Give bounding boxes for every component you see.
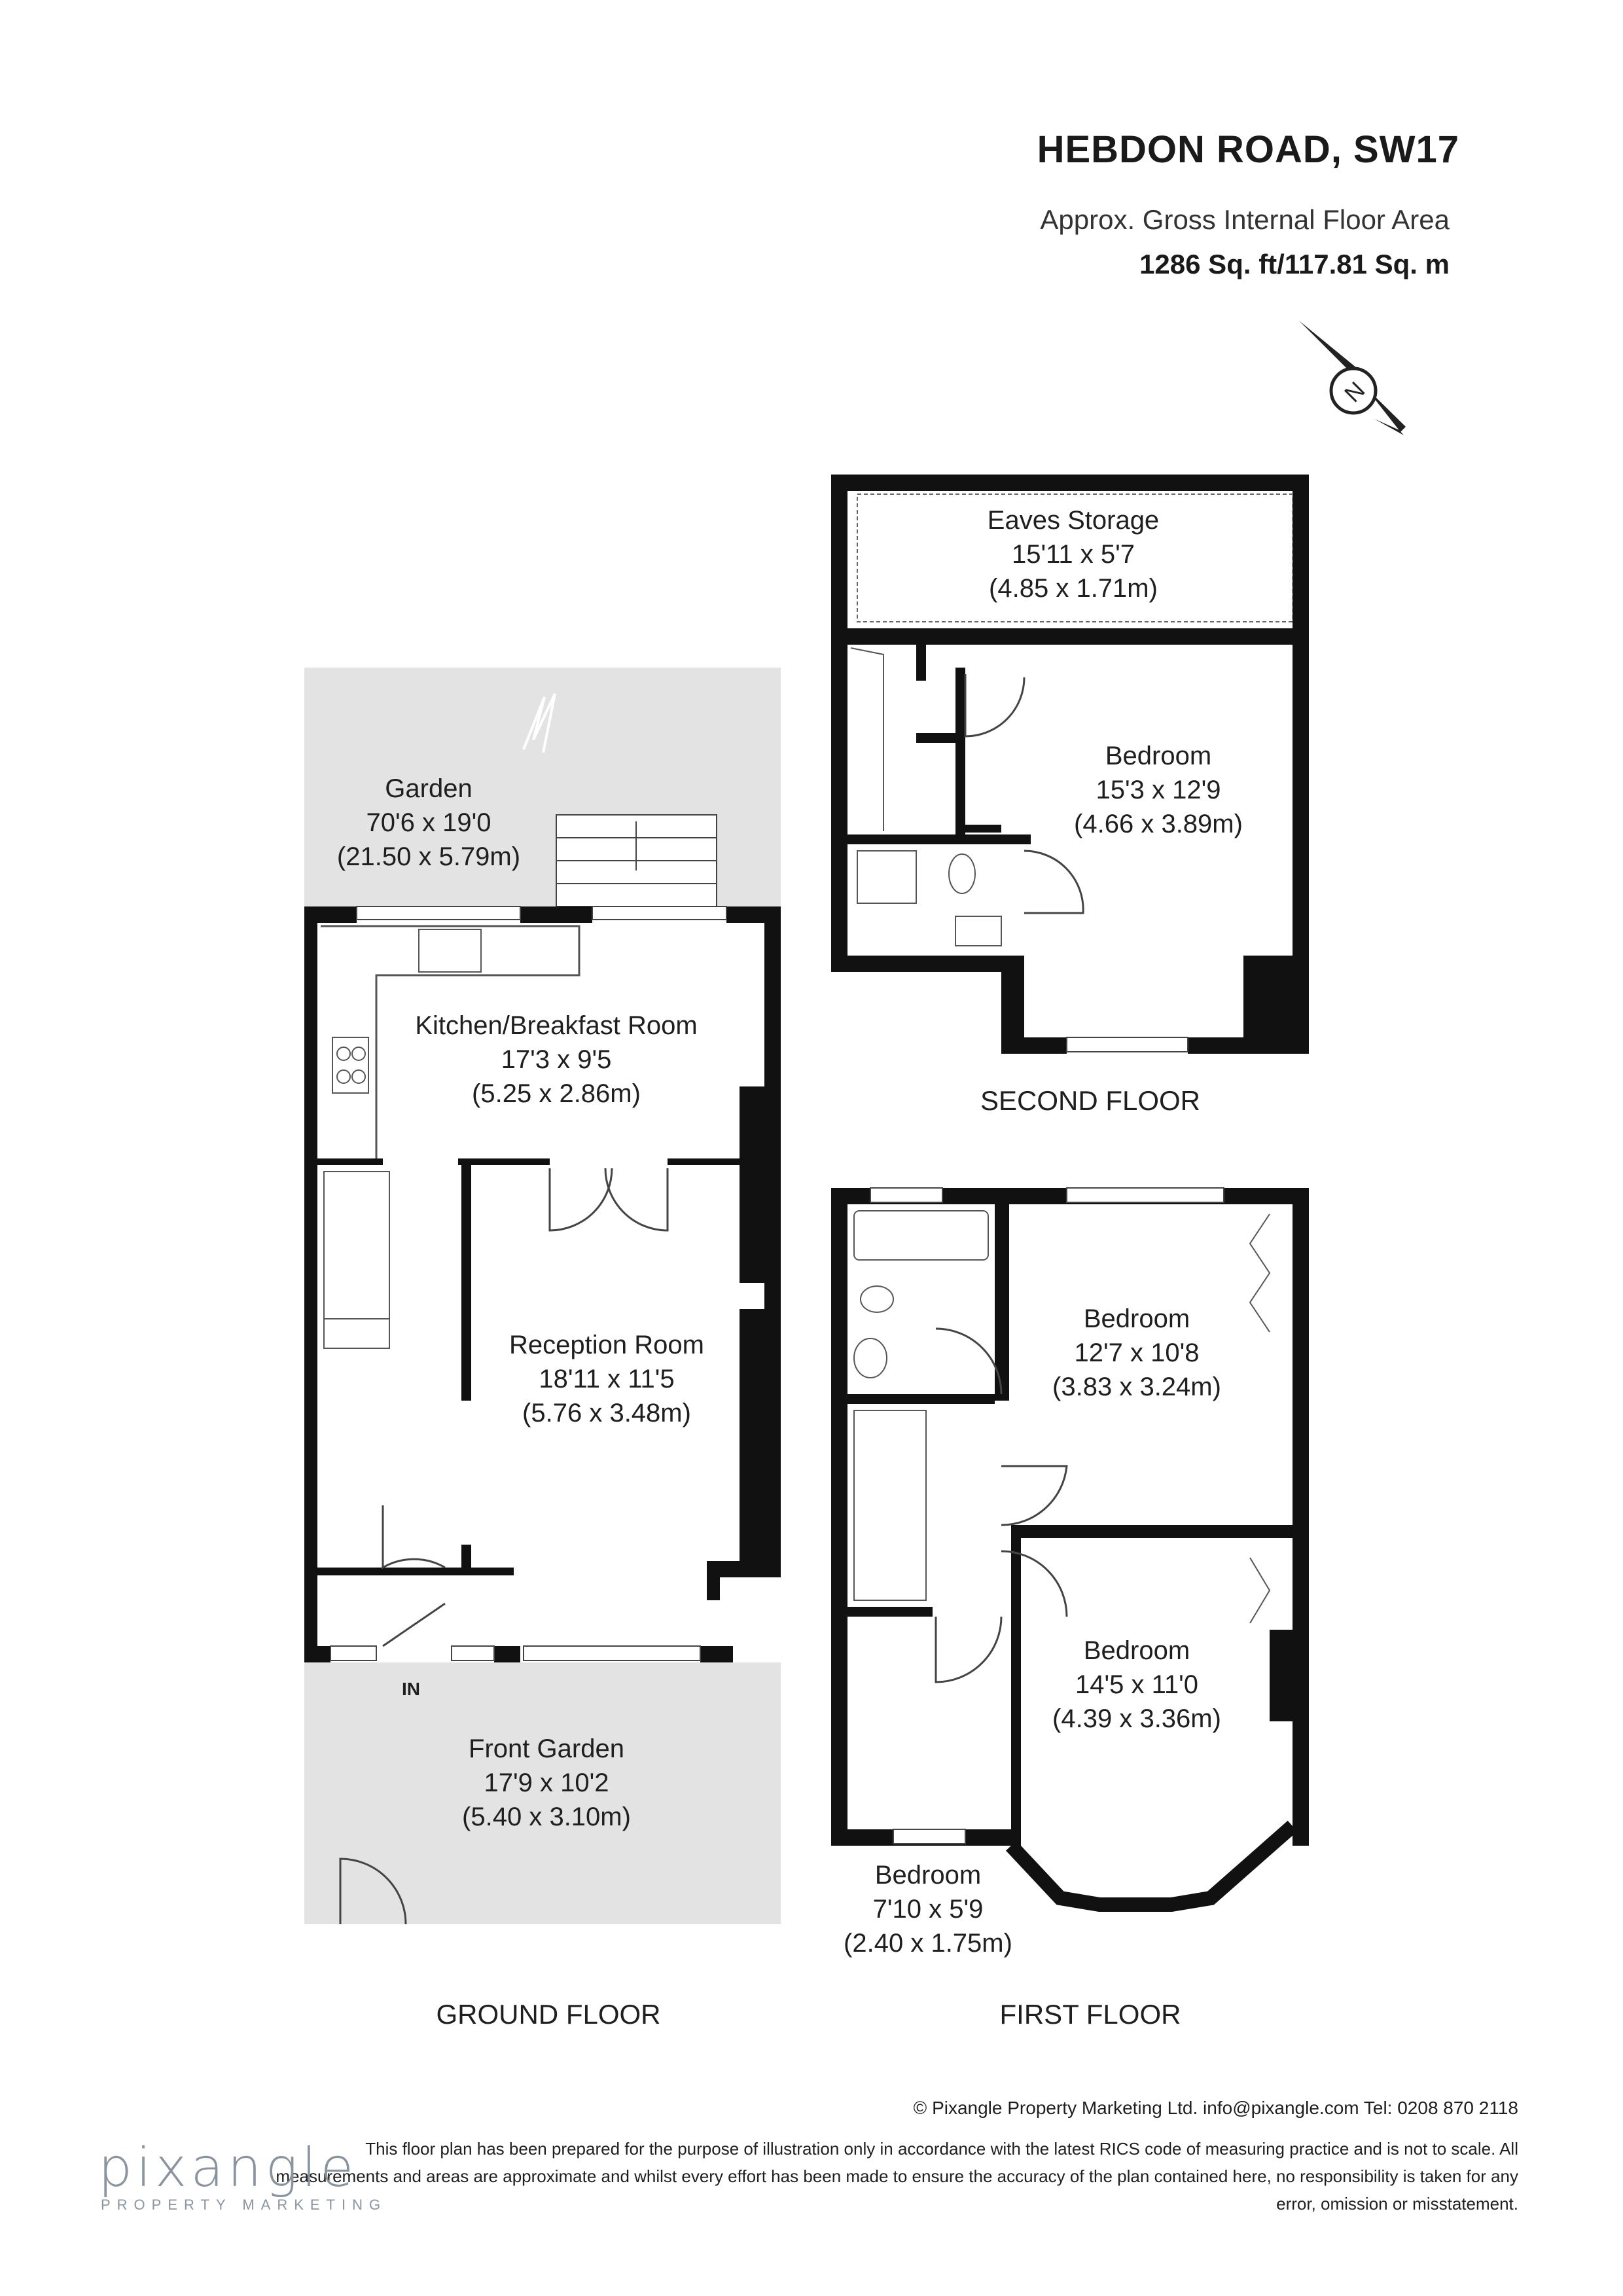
first-bedroom-front-name: Bedroom	[1084, 1636, 1190, 1665]
reception-metric: (5.76 x 3.48m)	[522, 1399, 691, 1427]
second-floor-plan	[831, 475, 1309, 1054]
first-bedroom-rear-metric: (3.83 x 3.24m)	[1052, 1372, 1221, 1401]
first-bedroom-small-imperial: 7'10 x 5'9	[873, 1895, 984, 1924]
eaves-imperial: 15'11 x 5'7	[1012, 540, 1135, 569]
footer-copyright: © Pixangle Property Marketing Ltd. info@…	[913, 2098, 1518, 2118]
first-floor-label: FIRST FLOOR	[1000, 1999, 1181, 2029]
garden-metric: (21.50 x 5.79m)	[337, 842, 520, 871]
first-bedroom-small-metric: (2.40 x 1.75m)	[844, 1929, 1012, 1958]
second-bedroom-name: Bedroom	[1105, 742, 1211, 770]
front-garden-metric: (5.40 x 3.10m)	[462, 1803, 631, 1831]
eaves-metric: (4.85 x 1.71m)	[989, 574, 1158, 603]
floor-area-label: Approx. Gross Internal Floor Area	[1040, 204, 1450, 235]
eaves-name: Eaves Storage	[988, 506, 1159, 535]
ground-floor-label: GROUND FLOOR	[436, 1999, 660, 2029]
first-bedroom-front-imperial: 14'5 x 11'0	[1075, 1670, 1198, 1699]
first-bedroom-small-name: Bedroom	[875, 1861, 981, 1890]
front-garden-name: Front Garden	[469, 1734, 624, 1763]
kitchen-imperial: 17'3 x 9'5	[501, 1045, 612, 1074]
second-bedroom-imperial: 15'3 x 12'9	[1096, 776, 1221, 804]
first-bedroom-rear-name: Bedroom	[1084, 1304, 1190, 1333]
brand-name: pixangle	[98, 2137, 358, 2199]
footer-disclaimer: This floor plan has been prepared for th…	[276, 2139, 1518, 2214]
compass-icon: N	[1299, 321, 1406, 435]
front-garden-imperial: 17'9 x 10'2	[484, 1768, 609, 1797]
first-floor-plan	[831, 1187, 1309, 1912]
floor-plan: N	[304, 321, 1406, 2029]
floor-area-value: 1286 Sq. ft/117.81 Sq. m	[1139, 249, 1450, 279]
brand-subtitle: PROPERTY MARKETING	[101, 2197, 387, 2213]
front-garden-area	[304, 1662, 781, 1924]
garden-imperial: 70'6 x 19'0	[366, 808, 491, 837]
property-title: HEBDON ROAD, SW17	[1037, 128, 1459, 171]
second-floor-label: SECOND FLOOR	[980, 1085, 1200, 1116]
reception-name: Reception Room	[509, 1331, 704, 1359]
first-bedroom-rear-imperial: 12'7 x 10'8	[1075, 1338, 1200, 1367]
second-bedroom-metric: (4.66 x 3.89m)	[1074, 810, 1243, 838]
kitchen-metric: (5.25 x 2.86m)	[472, 1079, 641, 1108]
entrance-label: IN	[402, 1679, 420, 1699]
garden-name: Garden	[385, 774, 472, 803]
reception-imperial: 18'11 x 11'5	[539, 1365, 674, 1393]
brand-logo: pixangle PROPERTY MARKETING	[98, 2137, 387, 2214]
first-bedroom-front-metric: (4.39 x 3.36m)	[1052, 1704, 1221, 1733]
ground-floor-plan	[304, 668, 781, 1925]
kitchen-name: Kitchen/Breakfast Room	[415, 1011, 697, 1040]
